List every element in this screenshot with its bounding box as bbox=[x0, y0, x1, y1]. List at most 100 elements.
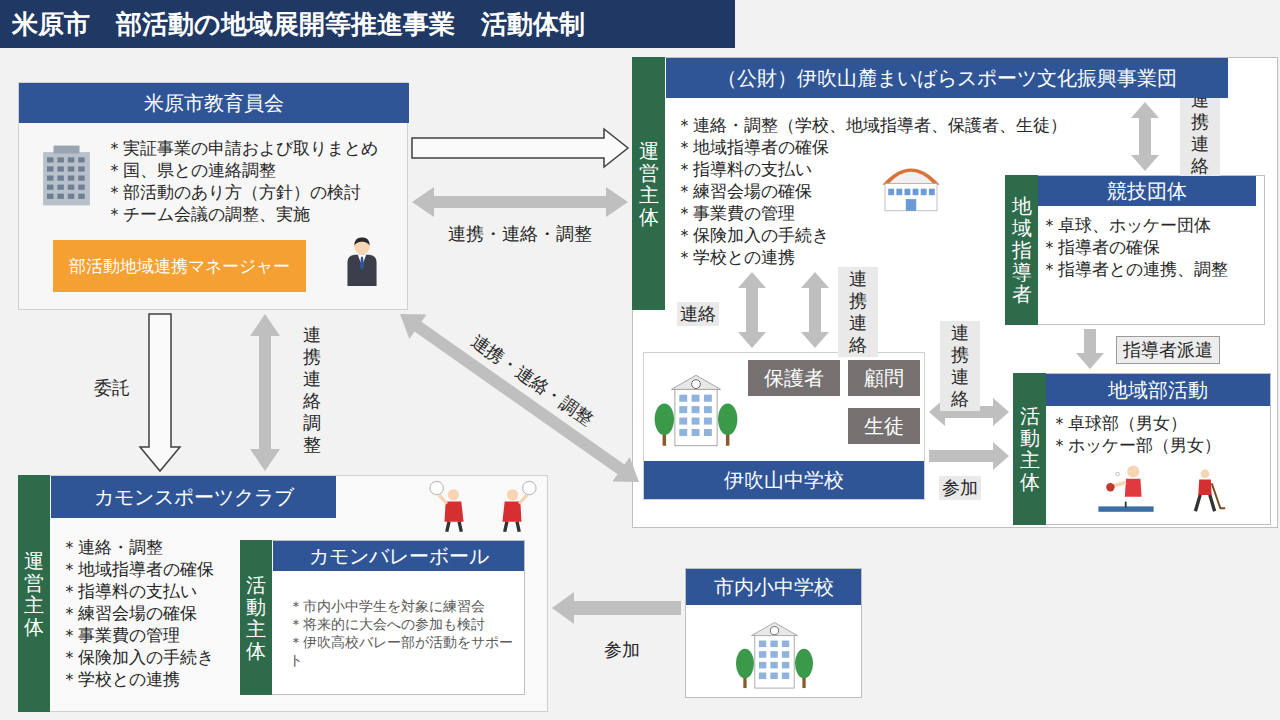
building-icon bbox=[29, 143, 104, 208]
label-holder: 参加 bbox=[601, 638, 643, 662]
heading: 伊吹山中学校 bbox=[644, 461, 924, 499]
block-arrow bbox=[929, 442, 1009, 470]
block-arrow bbox=[250, 314, 280, 471]
heading: （公財）伊吹山麓まいばらスポーツ文化振興事業団 bbox=[666, 58, 1228, 98]
vertical-label: 地域指導者 bbox=[1012, 195, 1032, 305]
school-icon bbox=[652, 359, 740, 455]
block-arrow bbox=[552, 592, 681, 624]
activity-box: カモンバレーボール ＊市内小中学生を対象に練習会＊将来的に大会への参加も検討＊伊吹… bbox=[240, 540, 525, 695]
arrow-label: 参加 bbox=[939, 476, 981, 500]
block-arrow bbox=[412, 129, 628, 167]
bullet-text: ＊指導者の確保 bbox=[1041, 236, 1256, 258]
vertical-label: 運営主体 bbox=[639, 140, 659, 228]
bullet-text: ＊将来的に大会への参加も検討 bbox=[289, 615, 515, 633]
bullet-text: ＊指導料の支払い bbox=[61, 580, 239, 602]
role-band: 地域指導者 bbox=[1005, 175, 1038, 325]
block-arrow bbox=[412, 187, 628, 217]
vertical-label: 活動主体 bbox=[246, 574, 266, 662]
arrow-label: 参加 bbox=[601, 638, 643, 662]
bullet-text: ＊チーム会議の調整、実施 bbox=[106, 203, 401, 225]
label-holder: 連携 連絡 bbox=[940, 321, 980, 411]
vertical-label: 運営主体 bbox=[24, 550, 44, 638]
bullet-text: ＊地域指導者の確保 bbox=[676, 136, 1006, 158]
block-arrow bbox=[1131, 102, 1159, 171]
bullet-text: ＊事業費の管理 bbox=[61, 624, 239, 646]
block-arrow bbox=[801, 272, 829, 348]
role-band: 運営主体 bbox=[632, 57, 665, 310]
arrow-label: 連携 連絡 調整 bbox=[292, 323, 332, 457]
block-arrow bbox=[738, 272, 766, 348]
arrow-label: 連携 連絡 bbox=[838, 267, 878, 357]
bullet-text: ＊ホッケー部（男女） bbox=[1051, 434, 1266, 456]
heading: 地域部活動 bbox=[1046, 374, 1270, 406]
school-icon bbox=[732, 611, 817, 693]
box-label: 顧問 bbox=[864, 365, 904, 392]
bullet-text: ＊保険加入の手続き bbox=[676, 224, 1006, 246]
manager-icon bbox=[336, 219, 388, 303]
label-holder: 連携 連絡 bbox=[1180, 88, 1220, 178]
role-band: 活動主体 bbox=[240, 540, 272, 695]
bullet-text: ＊指導者との連携、調整 bbox=[1041, 258, 1256, 280]
member-box: 保護者 bbox=[748, 360, 840, 396]
label-holder: 指導者派遣 bbox=[1116, 336, 1220, 364]
member-box: 生徒 bbox=[848, 408, 920, 444]
school-box: 伊吹山中学校 保護者 顧問生徒 bbox=[643, 352, 925, 500]
box-label: 生徒 bbox=[864, 413, 904, 440]
box-label: 部活動地域連携マネージャー bbox=[69, 255, 290, 278]
bullet-text: ＊国、県との連絡調整 bbox=[106, 159, 401, 181]
role-box: 部活動地域連携マネージャー bbox=[53, 240, 306, 292]
bullet-text: ＊学校との連携 bbox=[676, 246, 1006, 268]
arrow-label: 委託 bbox=[91, 376, 133, 400]
block-arrow bbox=[140, 314, 180, 471]
bullet-text: ＊練習会場の確保 bbox=[676, 180, 1006, 202]
role-band: 活動主体 bbox=[1013, 373, 1046, 525]
bullet-text: ＊学校との連携 bbox=[61, 668, 239, 690]
bullet-text: ＊練習会場の確保 bbox=[61, 602, 239, 624]
hockey-icon bbox=[1181, 462, 1229, 522]
arrow-label: 連携 連絡 bbox=[940, 321, 980, 411]
bullet-text: ＊卓球、ホッケー団体 bbox=[1041, 214, 1256, 236]
arrow-label: 指導者派遣 bbox=[1116, 336, 1220, 364]
heading: カモンスポーツクラブ bbox=[51, 476, 336, 518]
bullet-text: ＊連絡・調整 bbox=[61, 536, 239, 558]
role-band: 運営主体 bbox=[18, 475, 50, 712]
organization-panel: カモンスポーツクラブ ＊連絡・調整＊地域指導者の確保＊指導料の支払い＊練習会場の確… bbox=[18, 475, 548, 712]
arrow-label: 連携・連絡・調整 bbox=[464, 327, 601, 433]
activity-box: 地域部活動 ＊卓球部（男女）＊ホッケー部（男女） 活動主体 bbox=[1013, 373, 1271, 525]
block-arrow bbox=[400, 314, 639, 482]
arrow-label: 連携 連絡 bbox=[1180, 88, 1220, 178]
label-holder: 連携 連絡 bbox=[838, 267, 878, 357]
volleyball-icon bbox=[487, 478, 547, 534]
bullet-text: ＊事業費の管理 bbox=[676, 202, 1006, 224]
heading: 競技団体 bbox=[1038, 176, 1256, 206]
title-text: 米原市 部活動の地域展開等推進事業 活動体制 bbox=[0, 0, 735, 48]
arrow-label: 連携・連絡・調整 bbox=[445, 222, 595, 246]
label-holder: 連携 連絡 調整 bbox=[292, 323, 332, 457]
heading: 市内小中学校 bbox=[686, 569, 861, 605]
bullet-text: ＊伊吹高校バレー部が活動をサポート bbox=[289, 633, 515, 669]
label-holder: 委託 bbox=[91, 376, 133, 400]
label-holder: 連絡 bbox=[677, 302, 719, 326]
gym-icon bbox=[856, 151, 966, 216]
box-label: 保護者 bbox=[764, 365, 824, 392]
bullet-text: ＊市内小中学生を対象に練習会 bbox=[289, 597, 515, 615]
bullet-text: ＊保険加入の手続き bbox=[61, 646, 239, 668]
table-tennis-icon bbox=[1096, 462, 1156, 522]
bullet-text: ＊地域指導者の確保 bbox=[61, 558, 239, 580]
block-arrow bbox=[1076, 329, 1104, 369]
label-holder: 参加 bbox=[939, 476, 981, 500]
group-box: 競技団体 ＊卓球、ホッケー団体＊指導者の確保＊指導者との連携、調整地域指導者 bbox=[1005, 175, 1265, 325]
vertical-label: 活動主体 bbox=[1020, 405, 1040, 493]
heading: 米原市教育員会 bbox=[19, 83, 409, 123]
bullet-text: ＊実証事業の申請および取りまとめ bbox=[106, 137, 401, 159]
school-box: 市内小中学校 bbox=[685, 568, 862, 698]
title-bar: 米原市 部活動の地域展開等推進事業 活動体制 bbox=[0, 0, 735, 48]
arrow-label: 連絡 bbox=[677, 302, 719, 326]
member-box: 顧問 bbox=[848, 360, 920, 396]
volleyball-icon bbox=[419, 478, 479, 534]
bullet-text: ＊指導料の支払い bbox=[676, 158, 1006, 180]
bullet-text: ＊部活動のあり方（方針）の検討 bbox=[106, 181, 401, 203]
bullet-text: ＊卓球部（男女） bbox=[1051, 412, 1266, 434]
label-holder: 連携・連絡・調整 bbox=[464, 327, 601, 433]
heading: カモンバレーボール bbox=[273, 541, 524, 571]
